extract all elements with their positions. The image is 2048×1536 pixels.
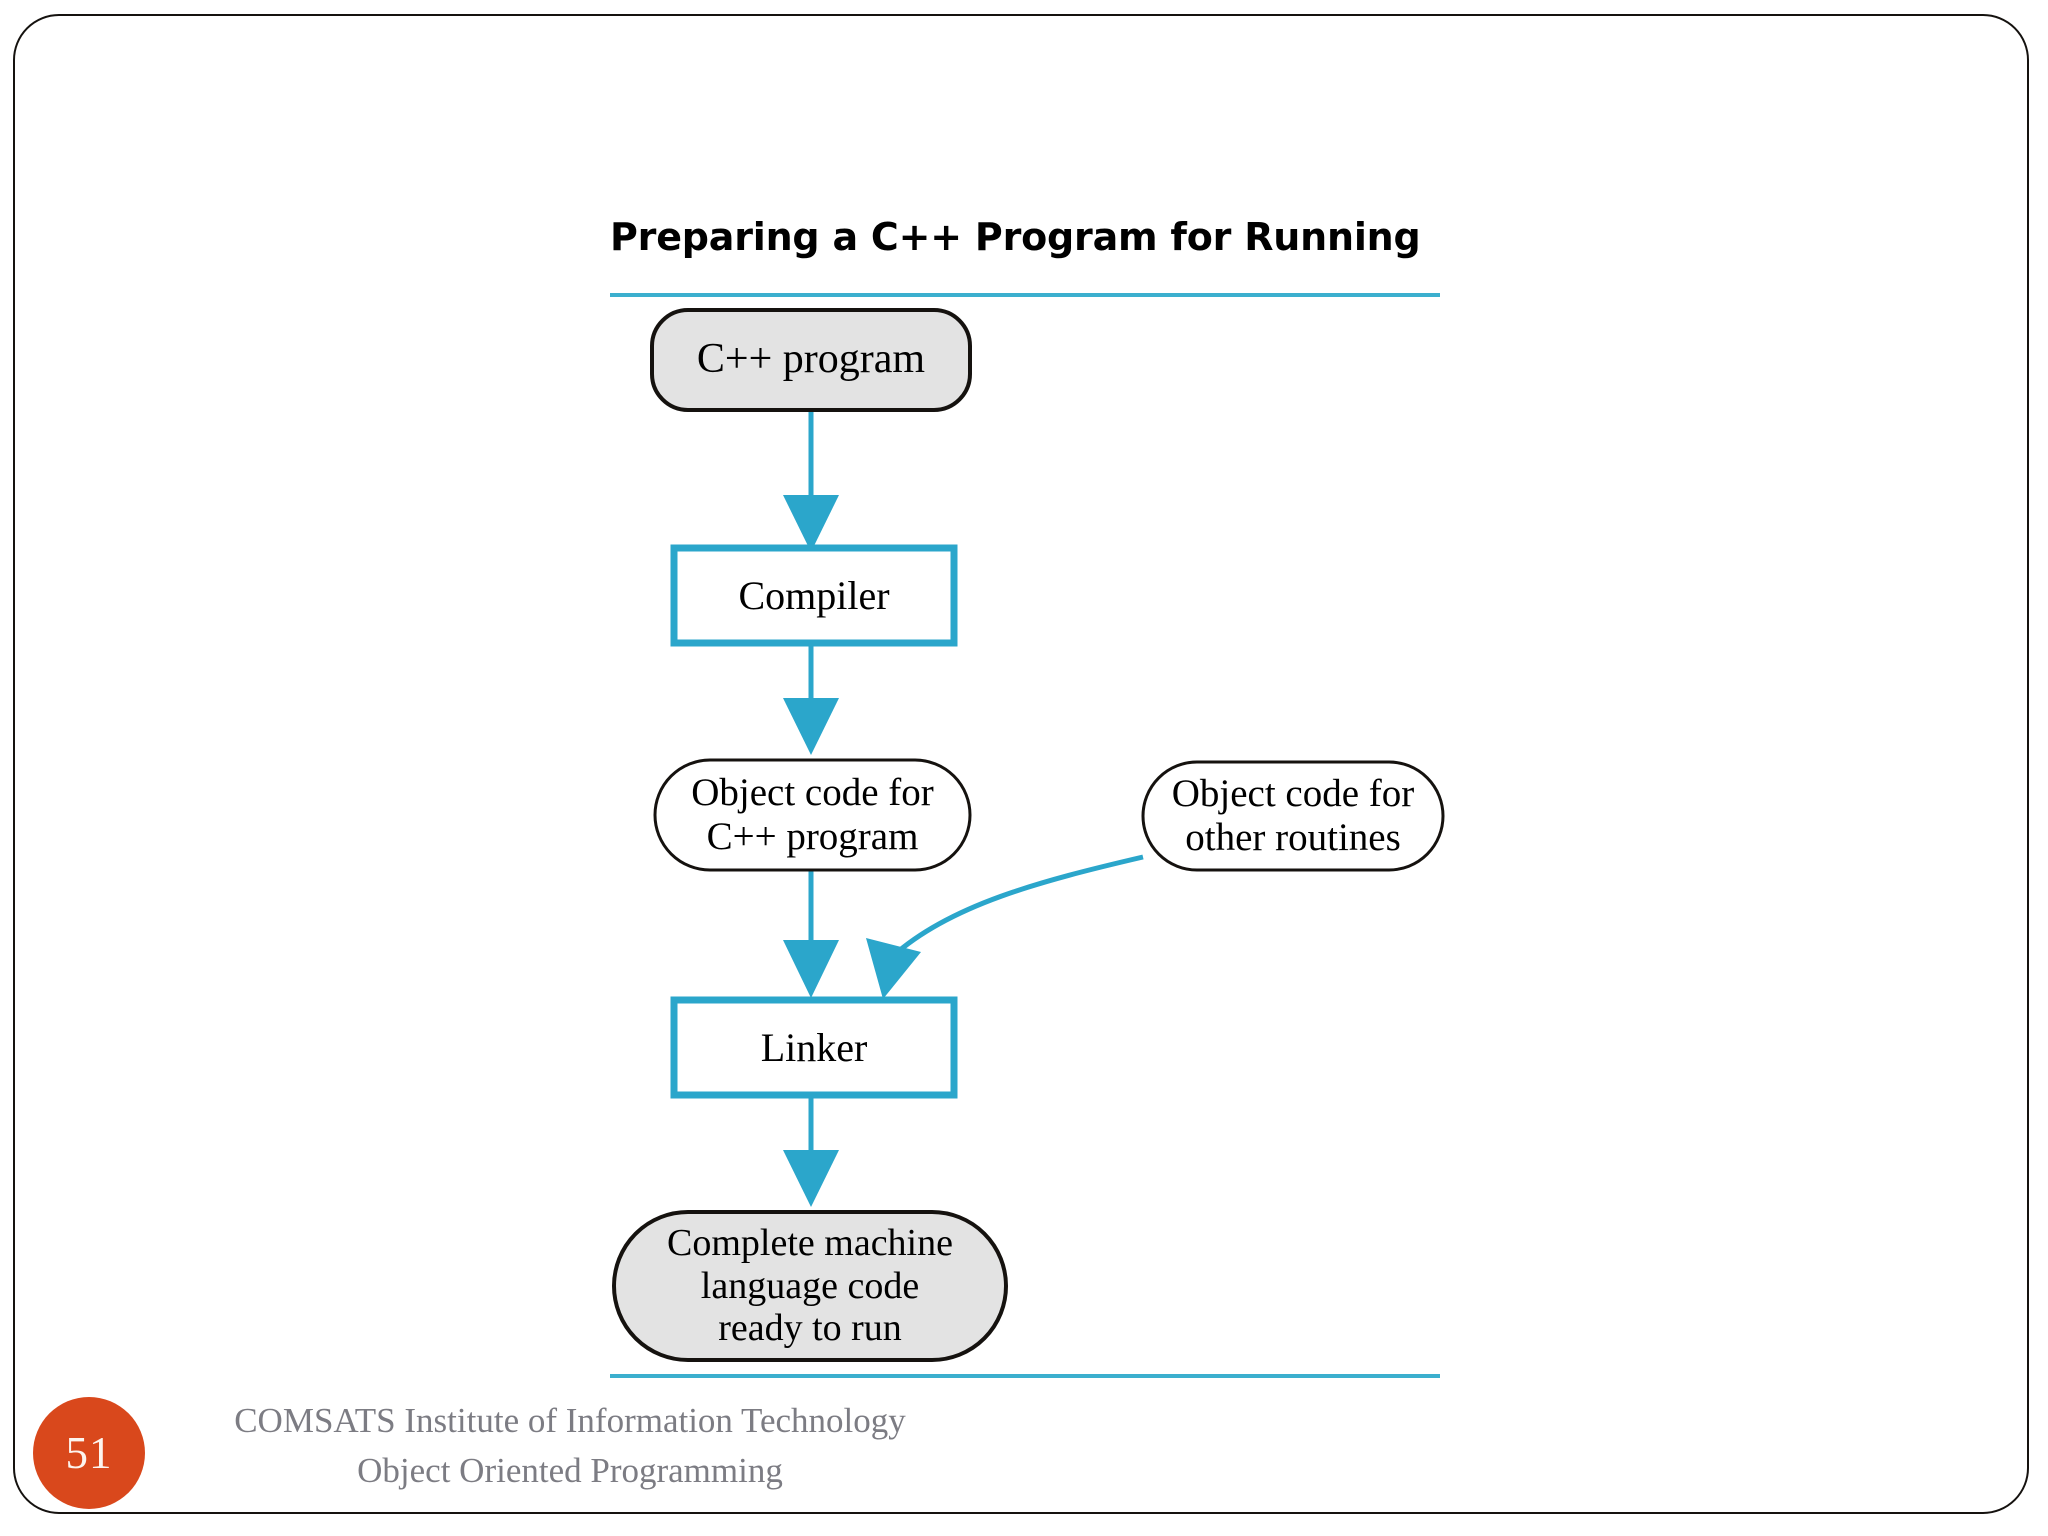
edge-cpp-to-compiler [783, 410, 839, 552]
node-machine-code[interactable] [612, 1210, 1008, 1362]
footer-credit: COMSATS Institute of Information Technol… [150, 1396, 990, 1495]
page-number-badge: 51 [33, 1397, 145, 1509]
content-divider-bottom [610, 1374, 1440, 1378]
edge-other-to-linker [866, 854, 1144, 999]
edge-compiler-to-objcode [783, 643, 839, 755]
node-linker[interactable] [670, 996, 958, 1099]
edge-linker-to-machine [783, 1095, 839, 1207]
page-title: Preparing a C++ Program for Running [610, 215, 1421, 259]
footer-institute: COMSATS Institute of Information Technol… [234, 1401, 906, 1440]
node-cpp-program[interactable] [650, 308, 972, 412]
edge-objcode-to-linker [783, 870, 839, 998]
footer-course: Object Oriented Programming [357, 1450, 783, 1490]
node-object-code-other[interactable] [1141, 760, 1445, 872]
node-object-code-cpp[interactable] [653, 758, 972, 872]
title-divider-top [610, 293, 1440, 297]
node-compiler[interactable] [670, 544, 958, 647]
